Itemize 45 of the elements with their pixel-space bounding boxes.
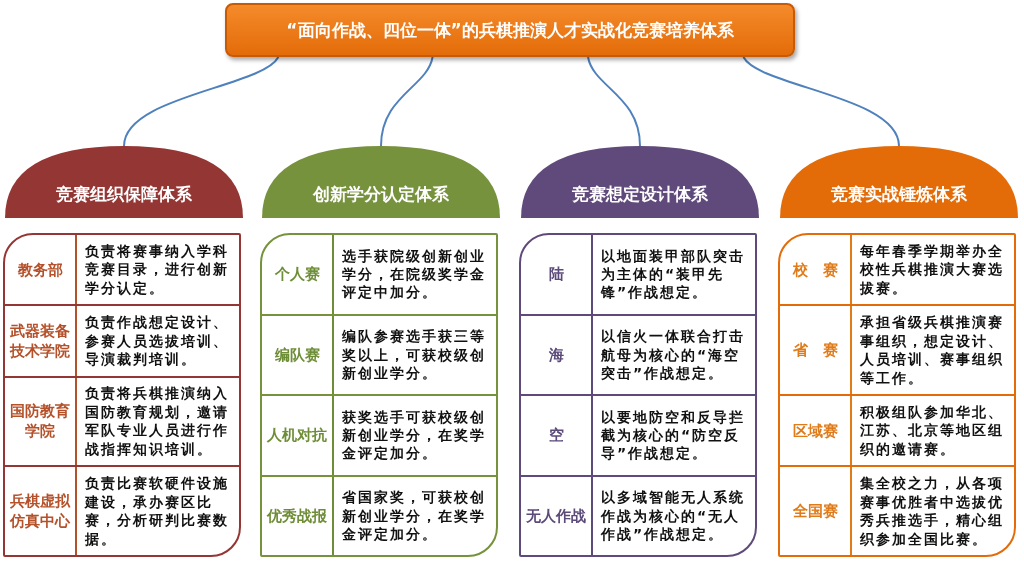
table-panel <box>260 233 498 557</box>
row-description: 以多域智能无人系统作战为核心的“无人作战”作战想定。 <box>601 488 746 544</box>
title-box: “面向作战、四位一体”的兵棋推演人才实战化竞赛培养体系 <box>225 3 795 57</box>
row-label: 陆 <box>521 235 593 314</box>
row-description: 承担省级兵棋推演赛事组织，想定设计、人员培训、赛事组织等工作。 <box>860 313 1005 388</box>
row-label: 省 赛 <box>780 306 852 394</box>
row-description: 编队参赛选手获三等奖以上，可获校级创新创业学分。 <box>342 327 487 383</box>
row-description: 省国家奖，可获校创新创业学分，在奖学金评定加分。 <box>342 488 487 544</box>
row-label: 个人赛 <box>262 235 334 314</box>
section-heading: 创新学分认定体系 <box>313 183 449 206</box>
table-panel <box>519 233 757 557</box>
row-description: 负责将兵棋推演纳入国防教育规划，邀请军队专业人员进行作战指挥知识培训。 <box>85 384 230 459</box>
row-description: 每年春季学期举办全校性兵棋推演大赛选拔赛。 <box>860 241 1005 298</box>
row-label: 无人作战 <box>521 476 593 555</box>
section-heading: 竞赛组织保障体系 <box>56 183 192 206</box>
row-label: 兵棋虚拟仿真中心 <box>5 467 77 555</box>
connector-line <box>380 56 434 147</box>
row-label: 空 <box>521 396 593 475</box>
row-label: 人机对抗 <box>262 396 334 475</box>
row-label: 国防教育学院 <box>5 377 77 466</box>
row-description: 以要地防空和反导拦截为核心的“防空反导”作战想定。 <box>601 407 746 463</box>
row-label: 编队赛 <box>262 315 334 394</box>
row-description: 以地面装甲部队突击为主体的“装甲先锋”作战想定。 <box>601 246 746 302</box>
table-panel <box>3 233 241 557</box>
row-description: 积极组队参加华北、江苏、北京等地区组织的邀请赛。 <box>860 402 1005 459</box>
section-heading: 竞赛实战锤炼体系 <box>831 183 967 206</box>
row-label: 区域赛 <box>780 396 852 466</box>
row-description: 负责将赛事纳入学科竞赛目录，进行创新学分认定。 <box>85 241 230 298</box>
row-label: 优秀战报 <box>262 476 334 555</box>
row-label: 海 <box>521 315 593 394</box>
connector-line <box>742 56 900 147</box>
row-description: 集全校之力，从各项赛事优胜者中选拔优秀兵推选手，精心组织参加全国比赛。 <box>860 474 1005 549</box>
row-label: 教务部 <box>5 235 77 305</box>
row-label: 武器装备技术学院 <box>5 306 77 376</box>
row-description: 负责作战想定设计、参赛人员选拔培训、导演裁判培训。 <box>85 313 230 369</box>
row-description: 负责比赛软硬件设施建设，承办赛区比赛，分析研判比赛数据。 <box>85 474 230 549</box>
row-description: 以信火一体联合打击航母为核心的“海空突击”作战想定。 <box>601 327 746 383</box>
row-description: 获奖选手可获校级创新创业学分，在奖学金评定加分。 <box>342 407 487 463</box>
section-heading: 竞赛想定设计体系 <box>572 183 708 206</box>
table-panel <box>778 233 1016 557</box>
connector-line <box>123 56 280 147</box>
row-label: 校 赛 <box>780 235 852 305</box>
connector-line <box>587 56 641 147</box>
row-label: 全国赛 <box>780 467 852 555</box>
row-description: 选手获院级创新创业学分，在院级奖学金评定中加分。 <box>342 246 487 302</box>
